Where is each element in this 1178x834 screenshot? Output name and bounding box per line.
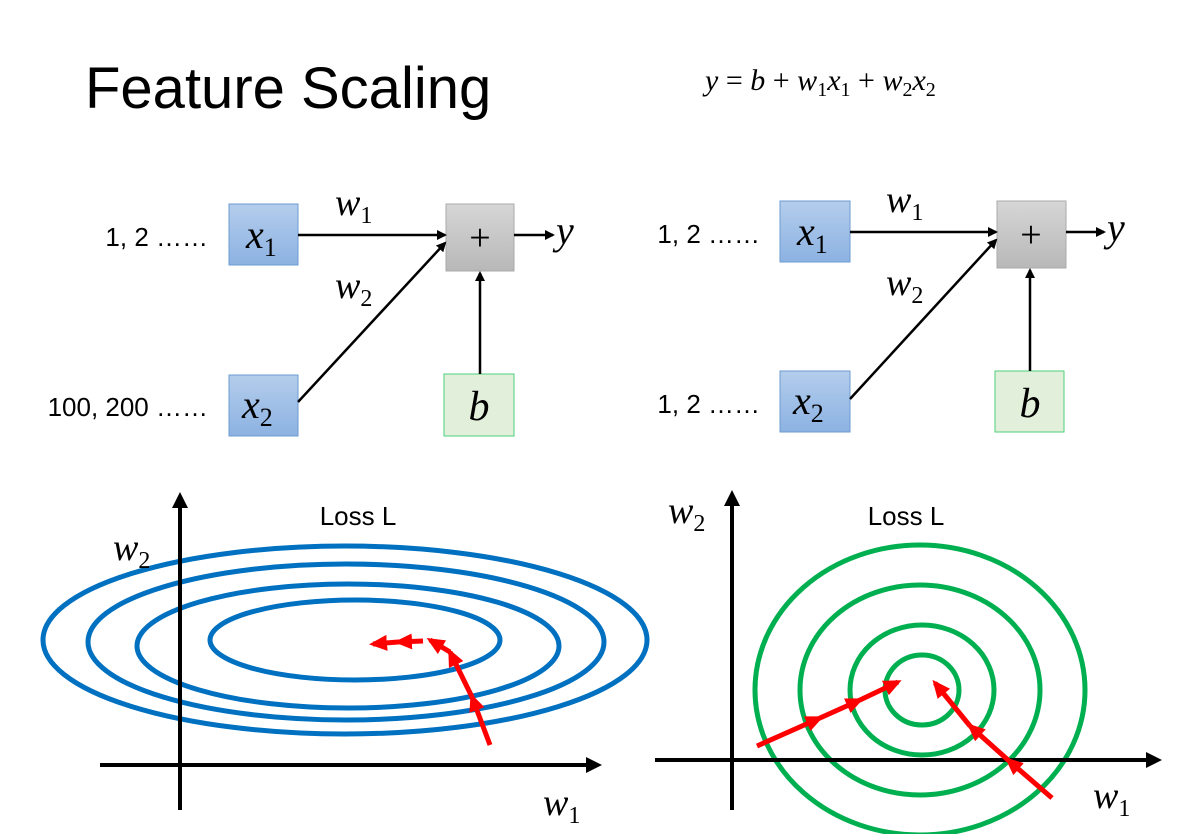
sum-node	[996, 200, 1067, 269]
svg-text:w1: w1	[886, 179, 923, 226]
x1-label: x1	[245, 212, 277, 262]
x2-node	[228, 374, 299, 437]
svg-text:y = b + w1x1 + w2x2: y = b + w1x1 + w2x2	[702, 64, 936, 101]
svg-text:y: y	[1103, 205, 1125, 250]
bias-node	[443, 373, 515, 437]
w2-label: w2	[335, 265, 372, 312]
svg-text:w2: w2	[668, 490, 705, 537]
x1-values-label: 1, 2 ……	[657, 219, 760, 249]
svg-text:w2: w2	[886, 262, 923, 309]
x2-node	[779, 370, 851, 433]
loss-label: Loss L	[320, 501, 397, 531]
x1-values-label: 1, 2 ……	[105, 222, 208, 252]
right-loss-contour: Loss L w2 w1	[655, 490, 1162, 834]
svg-text:w1: w1	[1093, 775, 1130, 822]
svg-text:w1: w1	[543, 782, 580, 829]
x2-values-label: 100, 200 ……	[48, 392, 208, 422]
x2-values-label: 1, 2 ……	[657, 389, 760, 419]
left-loss-contour: Loss L w2 w1	[40, 492, 650, 829]
x2-label: x2	[241, 382, 273, 432]
slide-title: Feature Scaling	[85, 56, 491, 121]
right-network: 1, 2 …… 1, 2 …… x1 x2 + b y w1 w2	[657, 179, 1125, 433]
gradient-path	[369, 633, 493, 746]
sum-node	[445, 203, 515, 272]
svg-text:x1: x1	[796, 209, 828, 259]
y-label: y	[552, 208, 574, 253]
left-network: 1, 2 …… 100, 200 …… x1 x2 + b y w1 w2	[48, 182, 574, 437]
svg-text:x2: x2	[792, 378, 824, 428]
loss-label: Loss L	[868, 501, 945, 531]
svg-text:b: b	[1020, 381, 1041, 427]
gradient-path	[755, 679, 1054, 800]
w2-edge	[297, 241, 447, 403]
svg-text:w2: w2	[113, 527, 150, 574]
plus-label: +	[469, 217, 490, 259]
svg-text:+: +	[1020, 214, 1041, 256]
x1-node	[228, 203, 299, 266]
model-equation: y = b + w1x1 + w2x2	[702, 64, 936, 101]
w1-label: w1	[335, 182, 372, 229]
b-label: b	[469, 384, 490, 430]
